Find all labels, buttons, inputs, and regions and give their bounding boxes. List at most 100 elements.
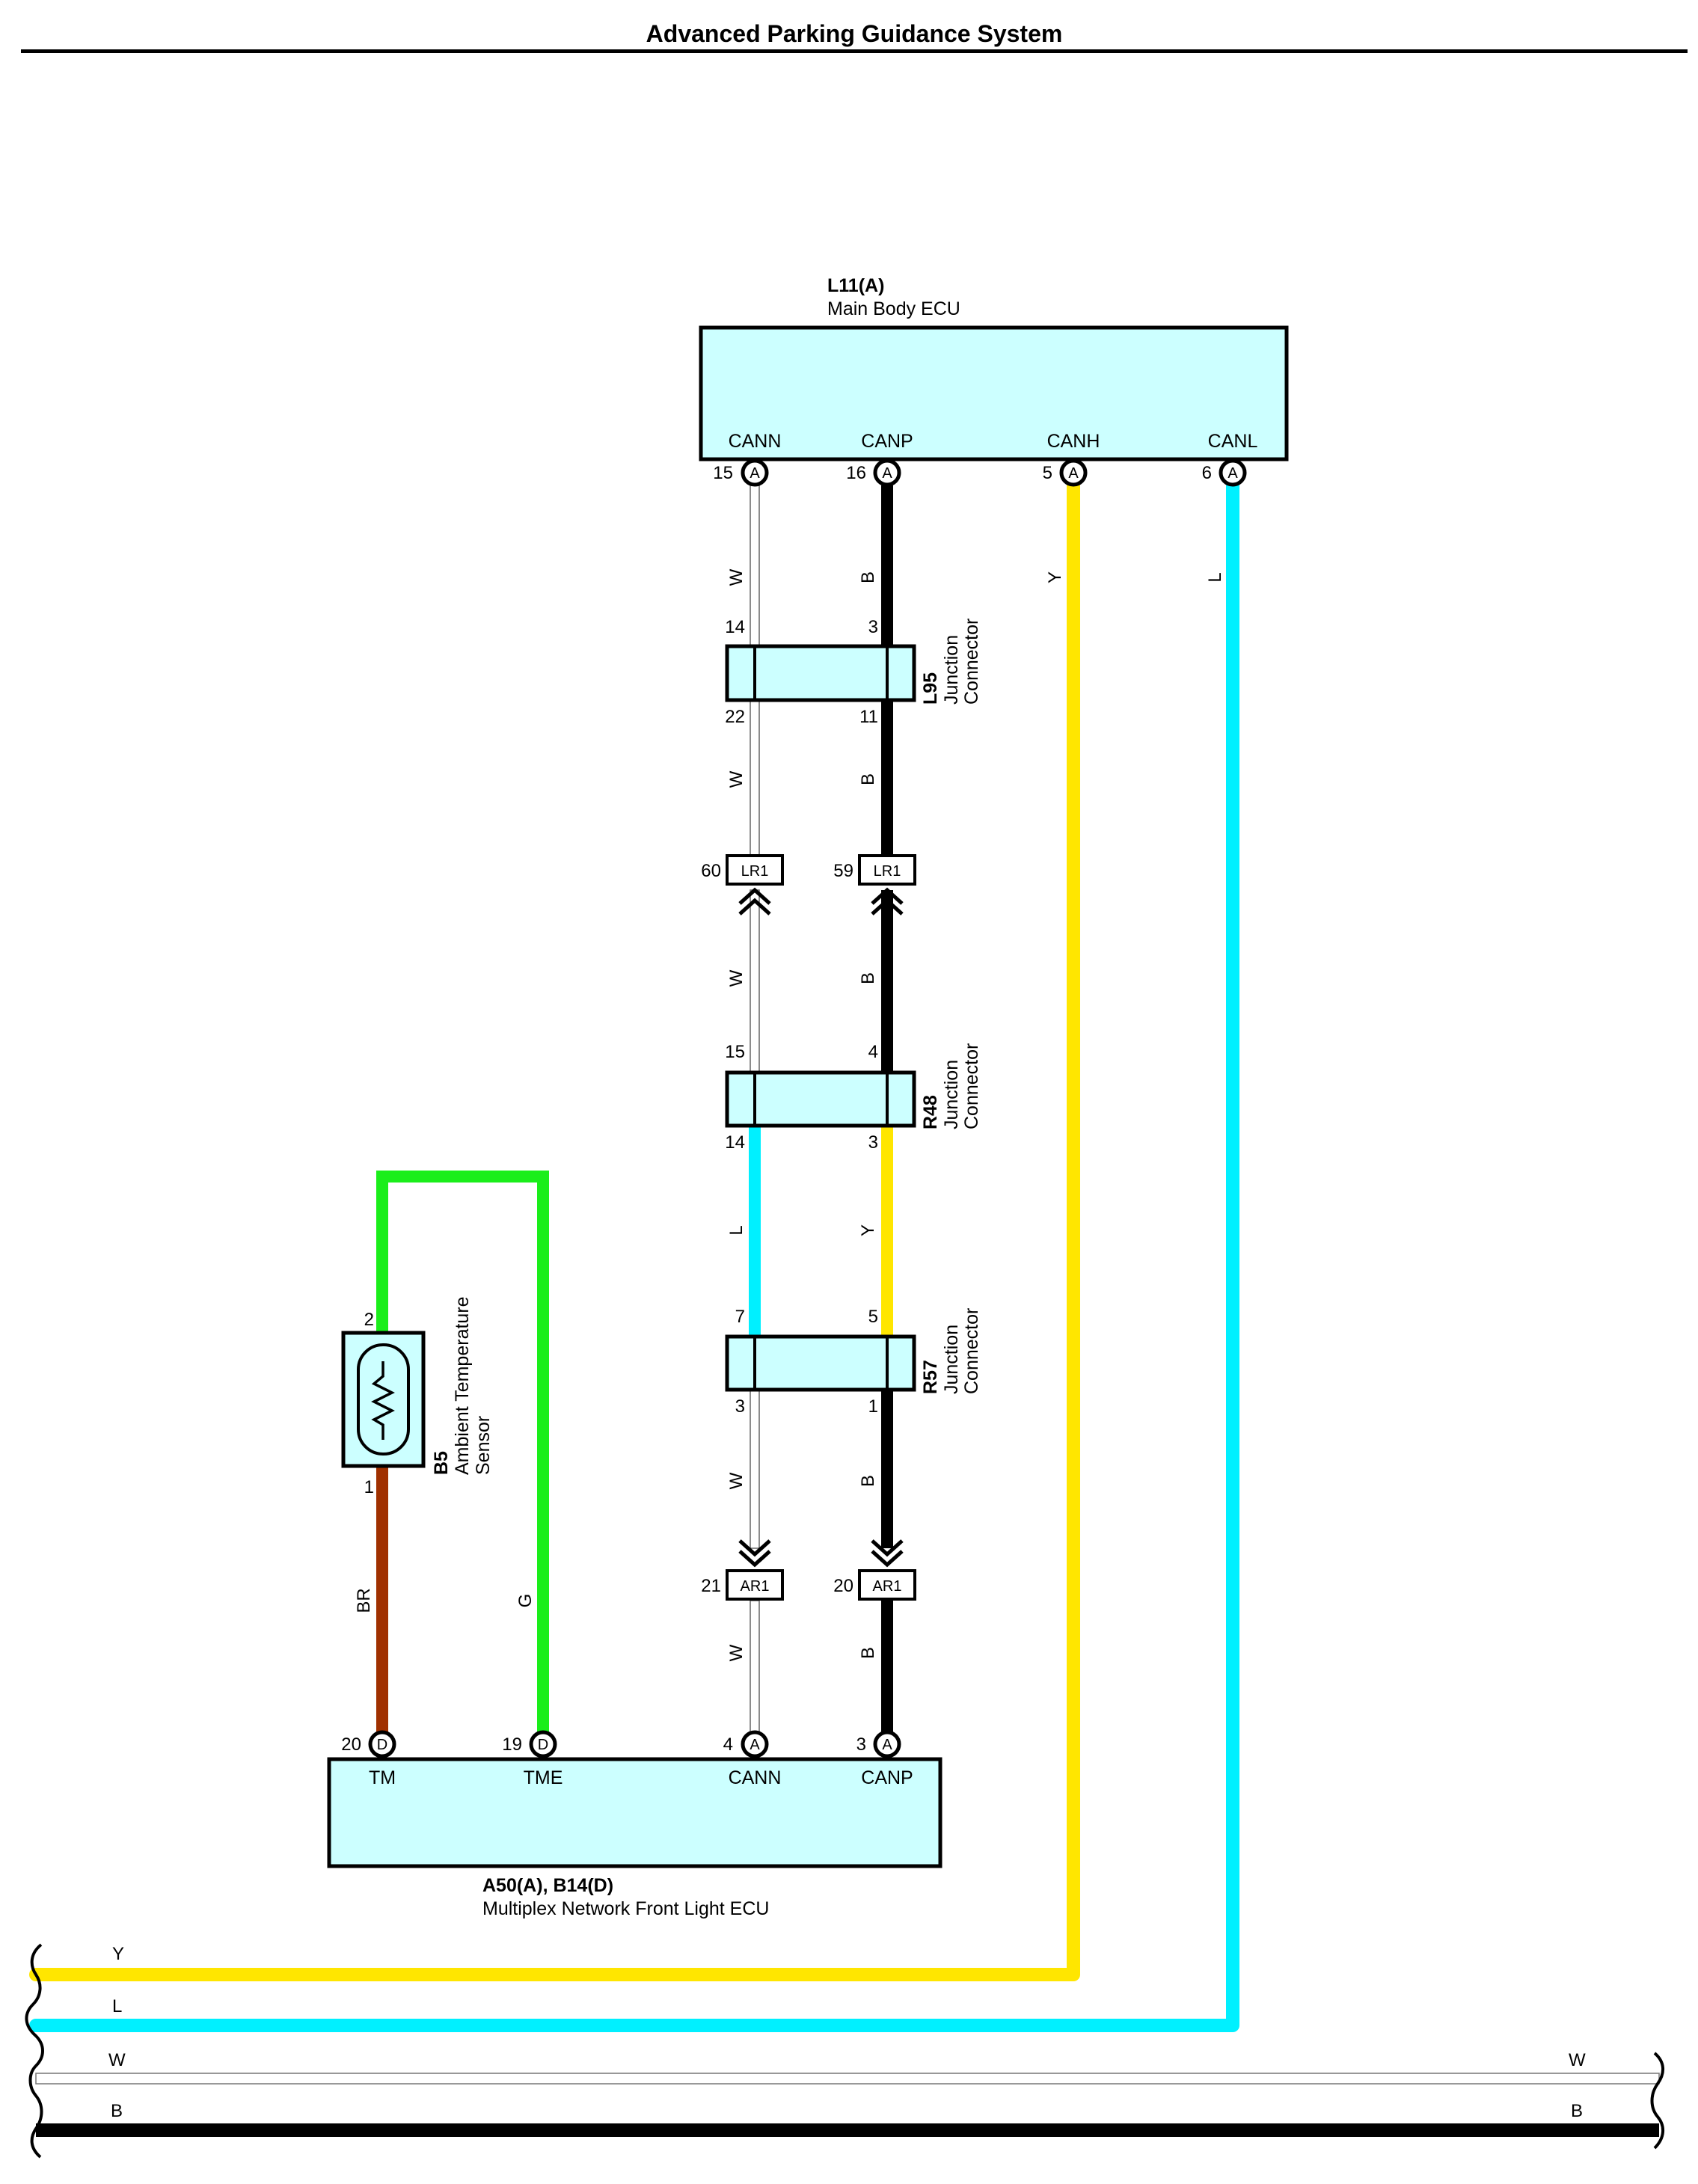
wire-color-labels: W B Y L W B W B L Y W B W B BR G: [354, 568, 1225, 1661]
break-mark-left: [25, 1943, 44, 2159]
junction-r57: 7 5 3 1: [725, 1307, 916, 1417]
pin-circle-fl-cann: [741, 1730, 769, 1758]
main-body-ecu: L11(A) Main Body ECU CANN CANP CANH CANL: [699, 275, 1289, 461]
r57-pin-tl: 7: [735, 1307, 745, 1327]
wire-b-seg3: [881, 890, 893, 1073]
ar1-20-box: [858, 1569, 916, 1601]
pin-num-fl-cann: 4: [723, 1734, 733, 1755]
wire-w-seg3: [750, 889, 760, 1073]
page-title: Advanced Parking Guidance System: [646, 20, 1063, 47]
bus-black: [36, 2123, 1659, 2137]
inline-connector-lr1-60: LR1 60: [701, 854, 784, 915]
wire-label-y-mid: Y: [858, 1224, 878, 1236]
wire-b-seg2: [881, 700, 893, 860]
ar1-21-pin: 21: [701, 1576, 721, 1596]
pin-conn-fl-cann: A: [750, 1737, 760, 1753]
l95-pin-tl: 14: [725, 617, 745, 637]
inline-connector-ar1-21: AR1 21: [701, 1539, 784, 1601]
r48-pin-br: 3: [868, 1132, 878, 1153]
wire-canp: [881, 485, 893, 1740]
l95-pin-tr: 3: [868, 617, 878, 637]
break-mark-right: [1650, 2052, 1664, 2150]
bus-label-w-left: W: [108, 2050, 126, 2070]
wire-label-l-canl: L: [1205, 572, 1225, 582]
ecu-pins-bottom: D 20 D 19 A 4 A 3: [341, 1730, 901, 1758]
r48-pin-bl: 14: [725, 1132, 745, 1153]
wire-l-seg: [749, 1126, 761, 1337]
junction-l95: 14 3 22 11: [725, 617, 916, 727]
fl-terminal-tm: TM: [369, 1767, 396, 1788]
r57-pin-bl: 3: [735, 1396, 745, 1417]
fl-terminal-tme: TME: [524, 1767, 563, 1788]
pin-circle-cann: [741, 458, 769, 487]
ecu-terminal-canh: CANH: [1047, 431, 1100, 452]
lr1-59-pin: 59: [833, 861, 853, 881]
pin-num-canh: 5: [1043, 463, 1052, 483]
wire-label-b-2: B: [858, 773, 878, 785]
wire-b-seg4: [881, 1390, 893, 1548]
bus-label-l: L: [112, 1996, 122, 2016]
pin-conn-tme: D: [538, 1737, 548, 1753]
wire-label-w-3: W: [726, 969, 747, 987]
pin-circle-canh: [1059, 458, 1088, 487]
fl-terminal-canp: CANP: [861, 1767, 913, 1788]
sensor-pin-top: 2: [364, 1310, 374, 1330]
wire-w-seg5: [750, 1600, 760, 1741]
sensor-name-line2: Sensor: [473, 1416, 494, 1475]
pin-num-tm: 20: [341, 1734, 361, 1755]
wire-b-seg1: [881, 485, 893, 646]
front-light-ecu-name: Multiplex Network Front Light ECU: [482, 1898, 769, 1919]
r57-code: R57: [920, 1360, 941, 1394]
ecu-terminal-canp: CANP: [861, 431, 913, 452]
pin-num-tme: 19: [502, 1734, 522, 1755]
wire-w-seg4: [750, 1389, 760, 1549]
l95-name-line1: Junction: [941, 635, 962, 705]
bus-label-w-right: W: [1569, 2050, 1586, 2070]
pin-circle-canp: [873, 458, 901, 487]
wire-cann: [749, 485, 761, 1741]
inline-connector-ar1-20: AR1 20: [833, 1539, 916, 1601]
inline-connector-lr1-59: LR1 59: [833, 854, 916, 915]
wire-label-b-1: B: [858, 571, 878, 583]
ar1-20-code: AR1: [873, 1578, 902, 1595]
r48-pin-tl: 15: [725, 1042, 745, 1062]
wire-label-b-5: B: [858, 1647, 878, 1659]
pin-num-fl-canp: 3: [856, 1734, 866, 1755]
pin-num-cann: 15: [713, 463, 733, 483]
lr1-60-chevron-icon: [738, 887, 771, 915]
wire-w-seg1: [750, 485, 760, 647]
r57-pin-tr: 5: [868, 1307, 878, 1327]
wire-label-w-1: W: [726, 568, 747, 586]
junction-r48: 15 4 14 3: [725, 1042, 916, 1153]
front-light-ecu: TM TME CANN CANP A50(A), B14(D) Multiple…: [327, 1757, 943, 1919]
wire-brown: [376, 1466, 388, 1743]
wire-label-w-2: W: [726, 770, 747, 788]
wire-label-l-mid: L: [726, 1225, 747, 1235]
r48-pin-tr: 4: [868, 1042, 878, 1062]
fl-terminal-cann: CANN: [729, 1767, 782, 1788]
wire-label-w-4: W: [726, 1472, 747, 1489]
l95-pin-bl: 22: [725, 707, 745, 727]
wire-canh-yellow: [29, 479, 1080, 1981]
wire-label-g: G: [515, 1594, 536, 1608]
lr1-59-code: LR1: [874, 863, 901, 880]
bus-label-y: Y: [112, 1944, 124, 1964]
ecu-pins-top: A 15 A 16 A 5 A 6: [713, 458, 1247, 487]
lr1-60-code: LR1: [741, 863, 769, 880]
resistor-zigzag-icon: [371, 1361, 395, 1440]
pin-circle-tm: [368, 1730, 396, 1758]
pin-conn-canp: A: [882, 465, 892, 482]
pin-conn-canh: A: [1068, 465, 1079, 482]
junction-r57-box: [725, 1334, 916, 1392]
bus-label-b-right: B: [1571, 2101, 1583, 2121]
r48-code: R48: [920, 1095, 941, 1129]
wire-label-br: BR: [354, 1588, 374, 1613]
r57-name-line2: Connector: [961, 1308, 982, 1394]
break-marks: [25, 1943, 1664, 2159]
ar1-20-chevron-icon: [871, 1539, 904, 1568]
l95-name-line2: Connector: [961, 619, 982, 705]
junction-r48-box: [725, 1070, 916, 1128]
main-body-ecu-box: [699, 325, 1289, 461]
lr1-60-box: [726, 854, 784, 886]
